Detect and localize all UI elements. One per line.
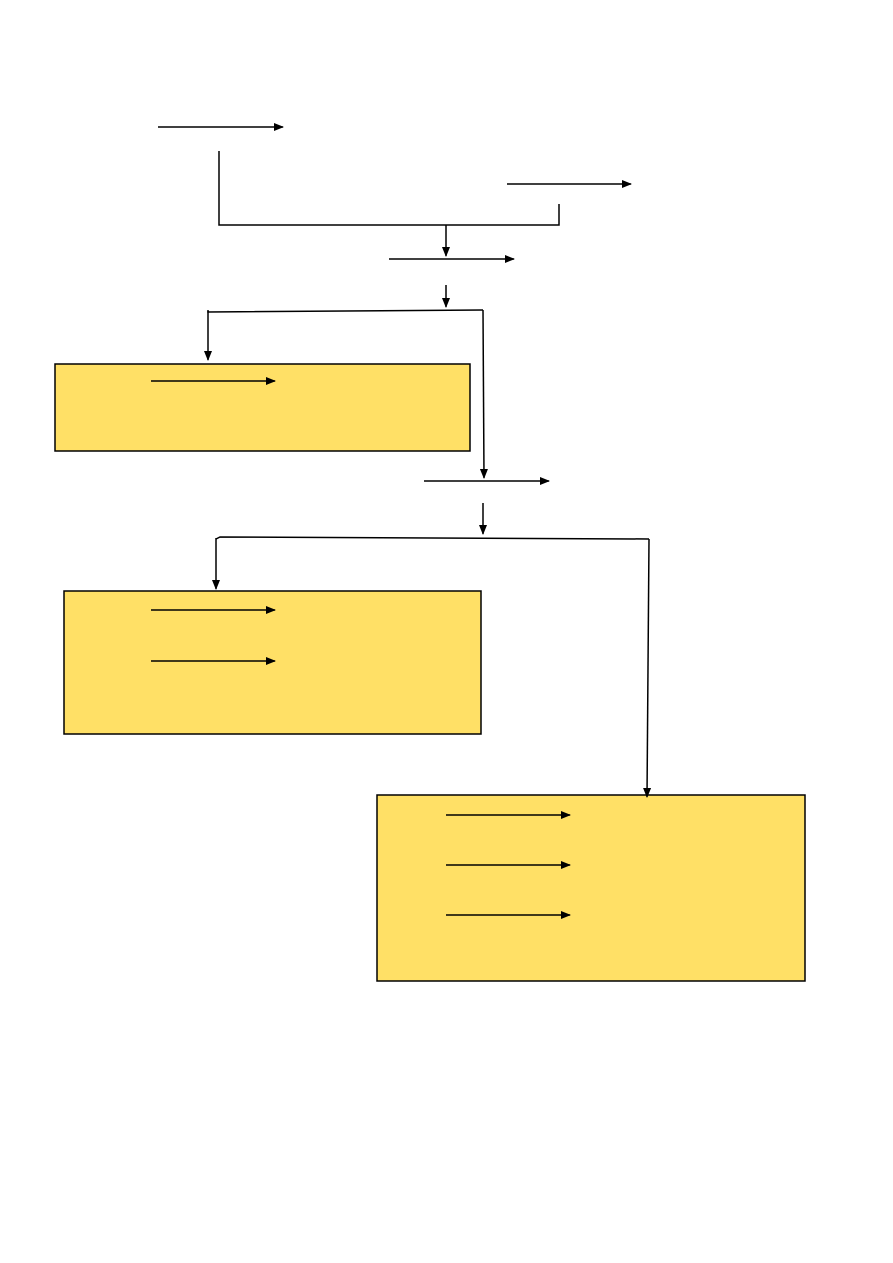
split-connector-1 bbox=[207, 309, 484, 313]
merge-connector bbox=[218, 151, 560, 226]
branch-to-panel-3 bbox=[643, 538, 652, 798]
panel-2 bbox=[63, 590, 482, 735]
panel-3 bbox=[376, 794, 806, 982]
panel-1 bbox=[54, 363, 471, 452]
split-connector-2 bbox=[215, 536, 650, 540]
branch-to-label-4 bbox=[479, 309, 488, 479]
